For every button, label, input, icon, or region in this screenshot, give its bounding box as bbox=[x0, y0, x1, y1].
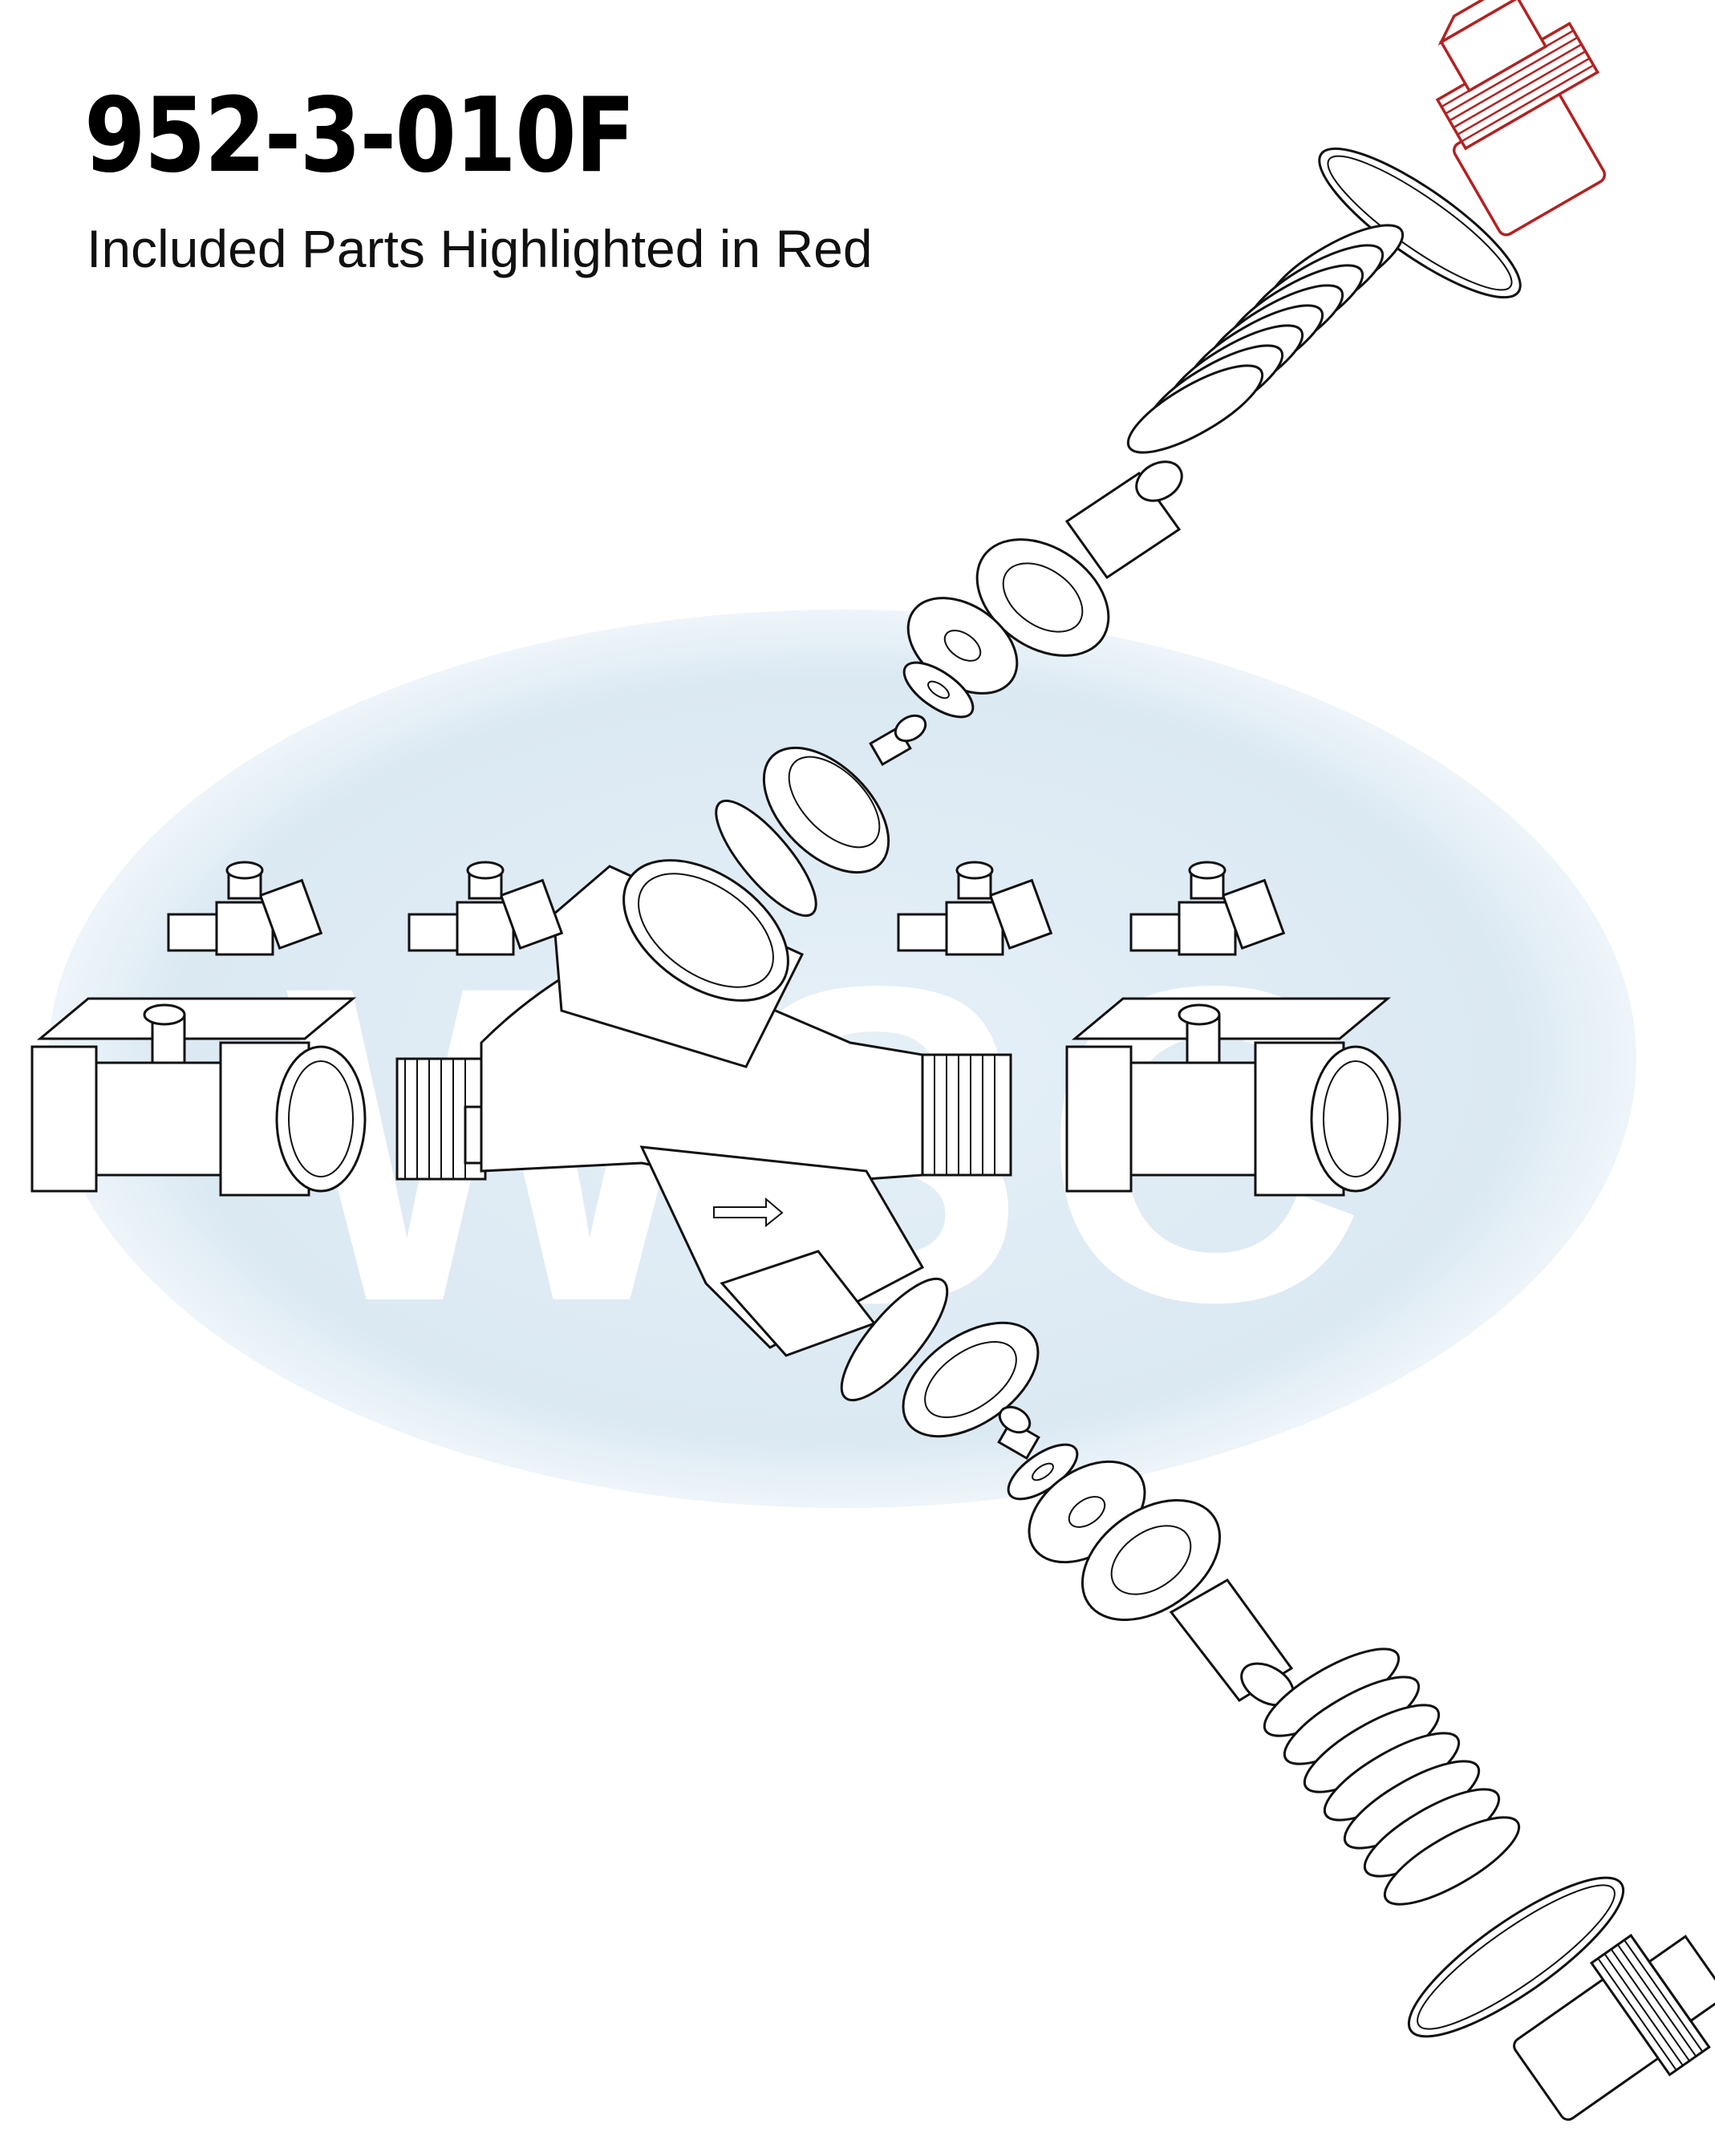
ball-valve-right bbox=[1065, 997, 1401, 1197]
o-ring-large-bottom bbox=[1407, 1876, 1625, 2038]
test-cock-3 bbox=[897, 861, 1053, 956]
o-ring-seat-bottom bbox=[840, 1277, 949, 1402]
spring-bottom bbox=[1263, 1647, 1521, 1906]
cap-plug-highlighted bbox=[1435, 0, 1607, 237]
stem-top bbox=[1064, 460, 1183, 580]
seat-ring-top bbox=[762, 746, 890, 874]
test-cock-1 bbox=[167, 861, 323, 956]
disc-holder-bottom bbox=[1080, 1499, 1222, 1621]
cap-plug-bottom bbox=[1513, 1933, 1715, 2122]
test-cock-2 bbox=[407, 861, 564, 956]
ball-valve-left bbox=[30, 997, 367, 1197]
stem-bottom bbox=[1169, 1578, 1295, 1707]
part-number-title: 952-3-010F bbox=[84, 76, 635, 196]
valve-body bbox=[395, 859, 1012, 1357]
o-ring-large-top bbox=[1318, 147, 1522, 299]
disc-holder-top bbox=[975, 538, 1110, 657]
spring-top bbox=[1126, 224, 1405, 454]
o-ring-seat-top bbox=[715, 799, 817, 918]
test-cock-4 bbox=[1129, 861, 1286, 956]
screw-top bbox=[869, 714, 927, 767]
subtitle: Included Parts Highlighted in Red bbox=[87, 219, 873, 278]
screw-bottom bbox=[997, 1405, 1040, 1461]
washer-top bbox=[902, 661, 975, 719]
